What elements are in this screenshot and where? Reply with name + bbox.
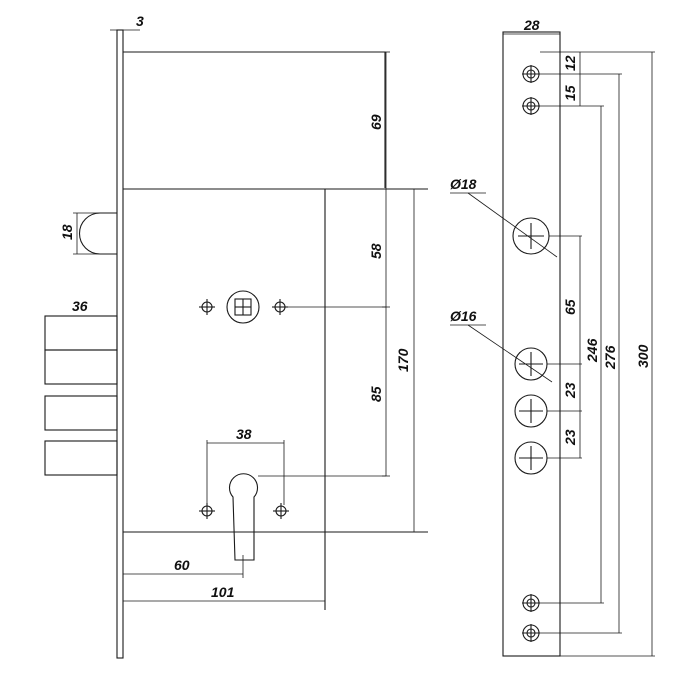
dim-cylinder-from-hub: 85 <box>368 386 384 402</box>
mount-hole-1 <box>522 65 540 83</box>
strike-plate <box>502 31 561 657</box>
deadbolt-3 <box>44 395 118 431</box>
strike-plate-view <box>502 31 561 657</box>
bolt-hole-3 <box>514 441 548 475</box>
dim-spacing-23b: 23 <box>562 429 578 446</box>
hub-screw-left <box>199 299 215 315</box>
lock-body-view <box>44 29 428 659</box>
dim-upper-section: 69 <box>368 114 384 130</box>
dim-hole-1: 12 <box>562 55 578 71</box>
faceplate <box>116 29 124 659</box>
bolt-hole-2 <box>514 394 548 428</box>
mount-hole-4 <box>522 624 540 642</box>
dim-lower-height: 170 <box>395 348 411 372</box>
latch <box>78 212 117 255</box>
dim-faceplate-thickness: 3 <box>136 13 144 29</box>
mount-hole-3 <box>522 594 540 612</box>
dim-backset: 60 <box>174 557 190 573</box>
dim-hub-from-top: 58 <box>368 243 384 259</box>
dim-span-276: 276 <box>602 345 618 370</box>
cylinder-keyhole <box>228 473 259 561</box>
dim-span-246: 246 <box>584 338 600 363</box>
dim-cylinder-span: 38 <box>236 426 252 442</box>
latch-hole <box>512 217 550 255</box>
deadbolts <box>44 315 118 476</box>
dim-spacing-23a: 23 <box>562 382 578 399</box>
dim-hole-spacing-65: 65 <box>562 299 578 315</box>
dim-strike-width: 28 <box>523 17 540 33</box>
hub-screw-right <box>272 299 288 315</box>
dim-hole-2: 15 <box>562 85 578 101</box>
cylinder-screw-left <box>199 503 215 519</box>
case-upper-outline <box>123 51 386 188</box>
spindle-hub <box>226 290 260 324</box>
dim-diameter-16: Ø16 <box>450 308 477 324</box>
mount-hole-2 <box>522 97 540 115</box>
dim-diameter-18: Ø18 <box>450 176 477 192</box>
dim-latch-height: 18 <box>59 224 75 240</box>
strike-plate-dimensions: 28 12 15 65 23 23 246 276 300 Ø18 <box>450 17 655 657</box>
dim-strike-length: 300 <box>635 344 651 368</box>
deadbolt-1 <box>44 315 118 351</box>
cylinder-screw-right <box>273 503 289 519</box>
deadbolt-2 <box>44 349 118 385</box>
deadbolt-4 <box>44 440 118 476</box>
dim-bolt-throw: 36 <box>72 298 88 314</box>
lock-body-dimensions: 3 69 58 85 170 18 36 38 60 <box>45 13 418 606</box>
dim-case-depth: 101 <box>211 584 235 600</box>
